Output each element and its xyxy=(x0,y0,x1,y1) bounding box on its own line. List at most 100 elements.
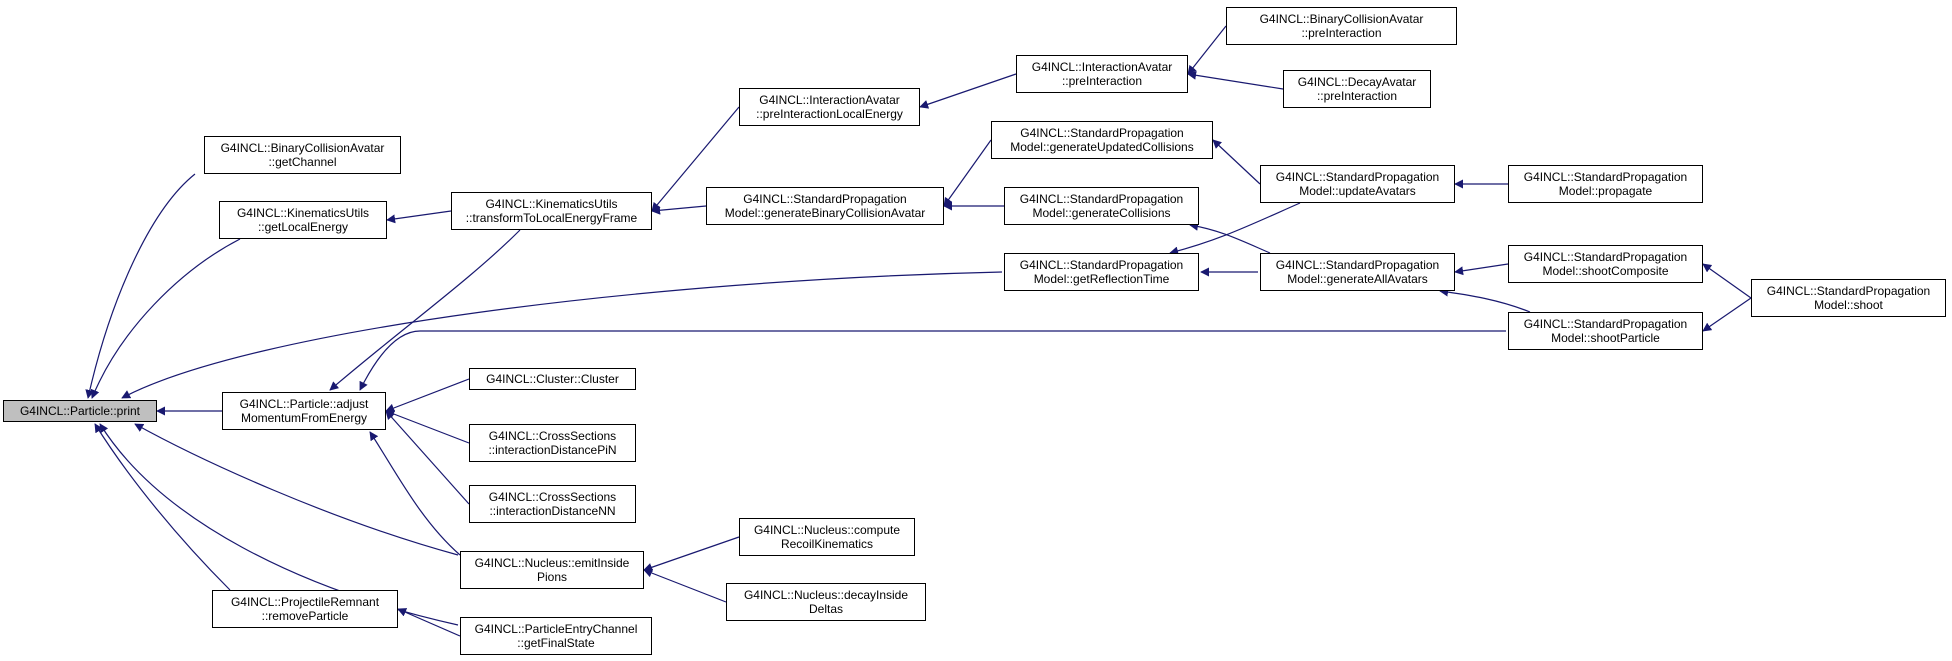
node-ku-transform[interactable]: G4INCL::KinematicsUtils::transformToLoca… xyxy=(451,192,652,230)
node-label-line: G4INCL::BinaryCollisionAvatar xyxy=(1259,12,1424,26)
edge-pec_getFinalState-to-pr_removeParticle xyxy=(397,608,461,637)
edge-bca_getChannel-to-particle_print xyxy=(85,173,196,399)
node-label-line: G4INCL::StandardPropagation xyxy=(1766,284,1931,298)
node-label-line: Model::getReflectionTime xyxy=(1033,272,1170,286)
node-ku-getLocalEnergy[interactable]: G4INCL::KinematicsUtils::getLocalEnergy xyxy=(219,201,387,239)
node-particle-print[interactable]: G4INCL::Particle::print xyxy=(3,400,157,422)
edge-nucleus_emit-to-particle_print xyxy=(134,423,459,556)
edge-da_pre-to-ia_pre xyxy=(1187,70,1284,90)
node-label-line: G4INCL::StandardPropagation xyxy=(1019,192,1184,206)
node-label-line: G4INCL::StandardPropagation xyxy=(1275,170,1440,184)
node-label-line: G4INCL::CrossSections xyxy=(488,490,617,504)
node-label-line: RecoilKinematics xyxy=(780,537,874,551)
edge-cs_nn-to-particle_adjust xyxy=(385,410,470,505)
node-label-line: ::preInteraction xyxy=(1301,26,1382,40)
node-ia-preLocal[interactable]: G4INCL::InteractionAvatar::preInteractio… xyxy=(739,88,920,126)
node-label-line: ::interactionDistanceNN xyxy=(489,504,616,518)
node-label-line: G4INCL::Particle::adjust xyxy=(239,397,369,411)
edge-bca_pre-to-ia_pre xyxy=(1187,25,1227,75)
edge-spm_shoot-to-spm_shootComposite xyxy=(1702,263,1752,299)
node-label-line: ::preInteraction xyxy=(1061,74,1143,88)
node-cluster[interactable]: G4INCL::Cluster::Cluster xyxy=(469,368,636,390)
edge-nucleus_decay-to-nucleus_emit xyxy=(643,568,727,603)
node-label-line: G4INCL::Nucleus::emitInside xyxy=(474,556,630,570)
edge-spm_getReflection-to-particle_print xyxy=(121,271,1003,399)
node-label-line: G4INCL::Cluster::Cluster xyxy=(486,372,619,386)
node-label-line: G4INCL::Nucleus::compute xyxy=(753,523,901,537)
node-label-line: G4INCL::StandardPropagation xyxy=(1523,317,1688,331)
node-label-line: G4INCL::DecayAvatar xyxy=(1297,75,1417,89)
node-label-line: G4INCL::CrossSections xyxy=(488,429,617,443)
edge-ku_getLocalEnergy-to-particle_print xyxy=(90,238,241,399)
edge-ia_pre-to-ia_preLocal xyxy=(919,73,1017,109)
edge-nucleus_recoil-to-nucleus_emit xyxy=(643,536,740,572)
node-da-pre[interactable]: G4INCL::DecayAvatar::preInteraction xyxy=(1283,70,1431,108)
node-label-line: ::preInteractionLocalEnergy xyxy=(756,107,903,121)
node-bca-pre[interactable]: G4INCL::BinaryCollisionAvatar::preIntera… xyxy=(1226,7,1457,45)
node-label-line: G4INCL::ProjectileRemnant xyxy=(230,595,380,609)
node-label-line: G4INCL::KinematicsUtils xyxy=(236,206,370,220)
node-label-line: Model::shootComposite xyxy=(1542,264,1669,278)
edge-spm_updateAvatars-to-spm_getReflection xyxy=(1169,202,1301,256)
node-label-line: ::removeParticle xyxy=(261,609,349,623)
node-pr-removeParticle[interactable]: G4INCL::ProjectileRemnant::removeParticl… xyxy=(212,590,398,628)
node-label-line: Model::updateAvatars xyxy=(1299,184,1416,198)
edge-spm_genBCA-to-ku_transform xyxy=(651,205,707,215)
node-label-line: Model::shootParticle xyxy=(1551,331,1660,345)
edge-spm_shootParticle-to-spm_genAll xyxy=(1439,287,1531,313)
node-label-line: Deltas xyxy=(808,602,843,616)
node-bca-getChannel[interactable]: G4INCL::BinaryCollisionAvatar::getChanne… xyxy=(204,136,401,174)
node-cs-nn[interactable]: G4INCL::CrossSections::interactionDistan… xyxy=(469,485,636,523)
node-ia-pre[interactable]: G4INCL::InteractionAvatar::preInteractio… xyxy=(1016,55,1188,93)
edge-spm_shootParticle-to-particle_adjust xyxy=(359,330,1506,391)
node-label-line: G4INCL::Particle::print xyxy=(19,404,141,418)
node-label-line: ::transformToLocalEnergyFrame xyxy=(465,211,638,225)
node-label-line: G4INCL::StandardPropagation xyxy=(1019,258,1184,272)
node-label-line: G4INCL::KinematicsUtils xyxy=(485,197,618,211)
node-label-line: G4INCL::BinaryCollisionAvatar xyxy=(220,141,385,155)
node-label-line: ::interactionDistancePiN xyxy=(488,443,617,457)
node-label-line: G4INCL::InteractionAvatar xyxy=(759,93,900,107)
edge-spm_shoot-to-spm_shootParticle xyxy=(1702,297,1752,332)
node-pec-getFinalState[interactable]: G4INCL::ParticleEntryChannel::getFinalSt… xyxy=(460,617,652,655)
node-label-line: G4INCL::ParticleEntryChannel xyxy=(474,622,638,636)
edge-spm_genUpdated-to-spm_genBCA xyxy=(943,139,992,207)
node-label-line: G4INCL::StandardPropagation xyxy=(1523,250,1688,264)
node-label-line: Model::generateUpdatedCollisions xyxy=(1010,140,1194,154)
node-label-line: Model::shoot xyxy=(1814,298,1883,312)
edge-ia_preLocal-to-ku_transform xyxy=(651,106,740,212)
node-label-line: G4INCL::StandardPropagation xyxy=(1275,258,1440,272)
edge-nucleus_emit-to-particle_adjust xyxy=(369,431,461,556)
node-label-line: Model::generateBinaryCollisionAvatar xyxy=(724,206,926,220)
edge-spm_genAll-to-spm_genCollisions xyxy=(1189,221,1271,254)
node-label-line: G4INCL::StandardPropagation xyxy=(1523,170,1688,184)
node-label-line: MomentumFromEnergy xyxy=(240,411,368,425)
node-label-line: G4INCL::StandardPropagation xyxy=(1020,126,1184,140)
node-label-line: Model::propagate xyxy=(1558,184,1653,198)
edge-spm_updateAvatars-to-spm_genUpdated xyxy=(1212,139,1261,185)
node-label-line: ::getLocalEnergy xyxy=(257,220,349,234)
edge-cluster-to-particle_adjust xyxy=(385,378,470,413)
edge-cs_pin-to-particle_adjust xyxy=(385,409,470,444)
node-label-line: G4INCL::StandardPropagation xyxy=(743,192,907,206)
node-cs-pin[interactable]: G4INCL::CrossSections::interactionDistan… xyxy=(469,424,636,462)
node-label-line: G4INCL::Nucleus::decayInside xyxy=(743,588,909,602)
edge-spm_shootComposite-to-spm_genAll xyxy=(1454,263,1509,276)
edge-ku_transform-to-particle_adjust xyxy=(329,229,521,391)
node-label-line: ::getChannel xyxy=(268,155,337,169)
node-label-line: ::preInteraction xyxy=(1316,89,1398,103)
